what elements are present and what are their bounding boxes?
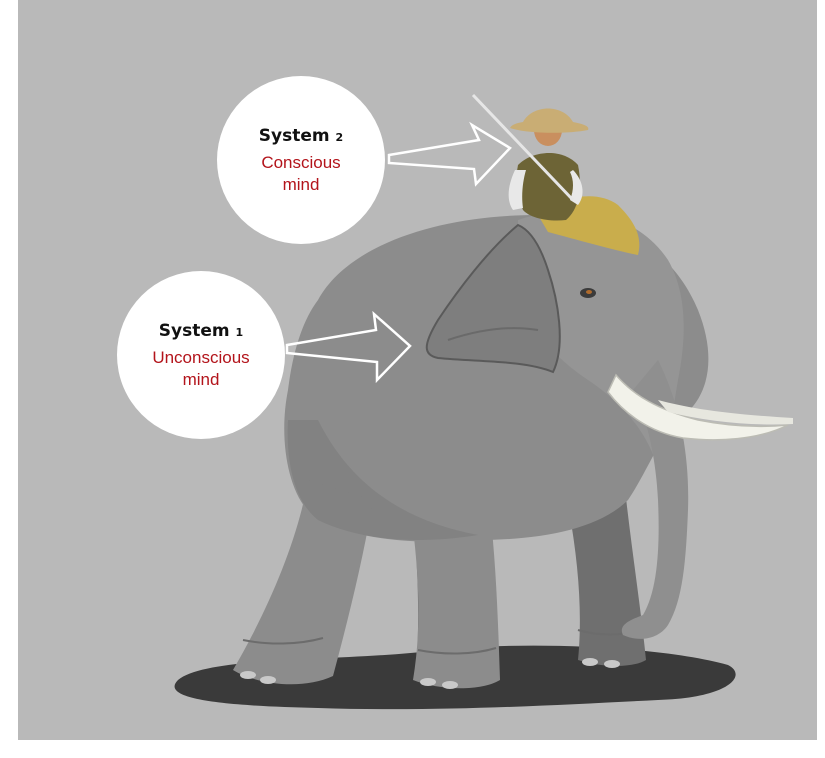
arrow-system-1	[285, 310, 412, 384]
arrow-system-2	[387, 121, 512, 187]
rider	[471, 93, 589, 221]
system-2-title: System 2	[259, 124, 343, 150]
system-1-title-text: System	[158, 321, 230, 341]
system-1-bubble: System 1 Unconscious mind	[117, 271, 285, 439]
system-2-title-text: System	[258, 126, 330, 146]
elephant-rider-illustration	[174, 93, 793, 710]
system-1-number: 1	[235, 326, 244, 339]
system-1-description: Unconscious mind	[152, 348, 250, 389]
elephant-ear	[425, 223, 561, 374]
diagram-canvas: System 2 Conscious mind System 1 Unconsc…	[18, 0, 817, 740]
system-2-number: 2	[335, 131, 344, 144]
system-2-description: Conscious mind	[261, 153, 341, 194]
system-1-title: System 1	[159, 319, 243, 345]
system-2-bubble: System 2 Conscious mind	[217, 76, 385, 244]
